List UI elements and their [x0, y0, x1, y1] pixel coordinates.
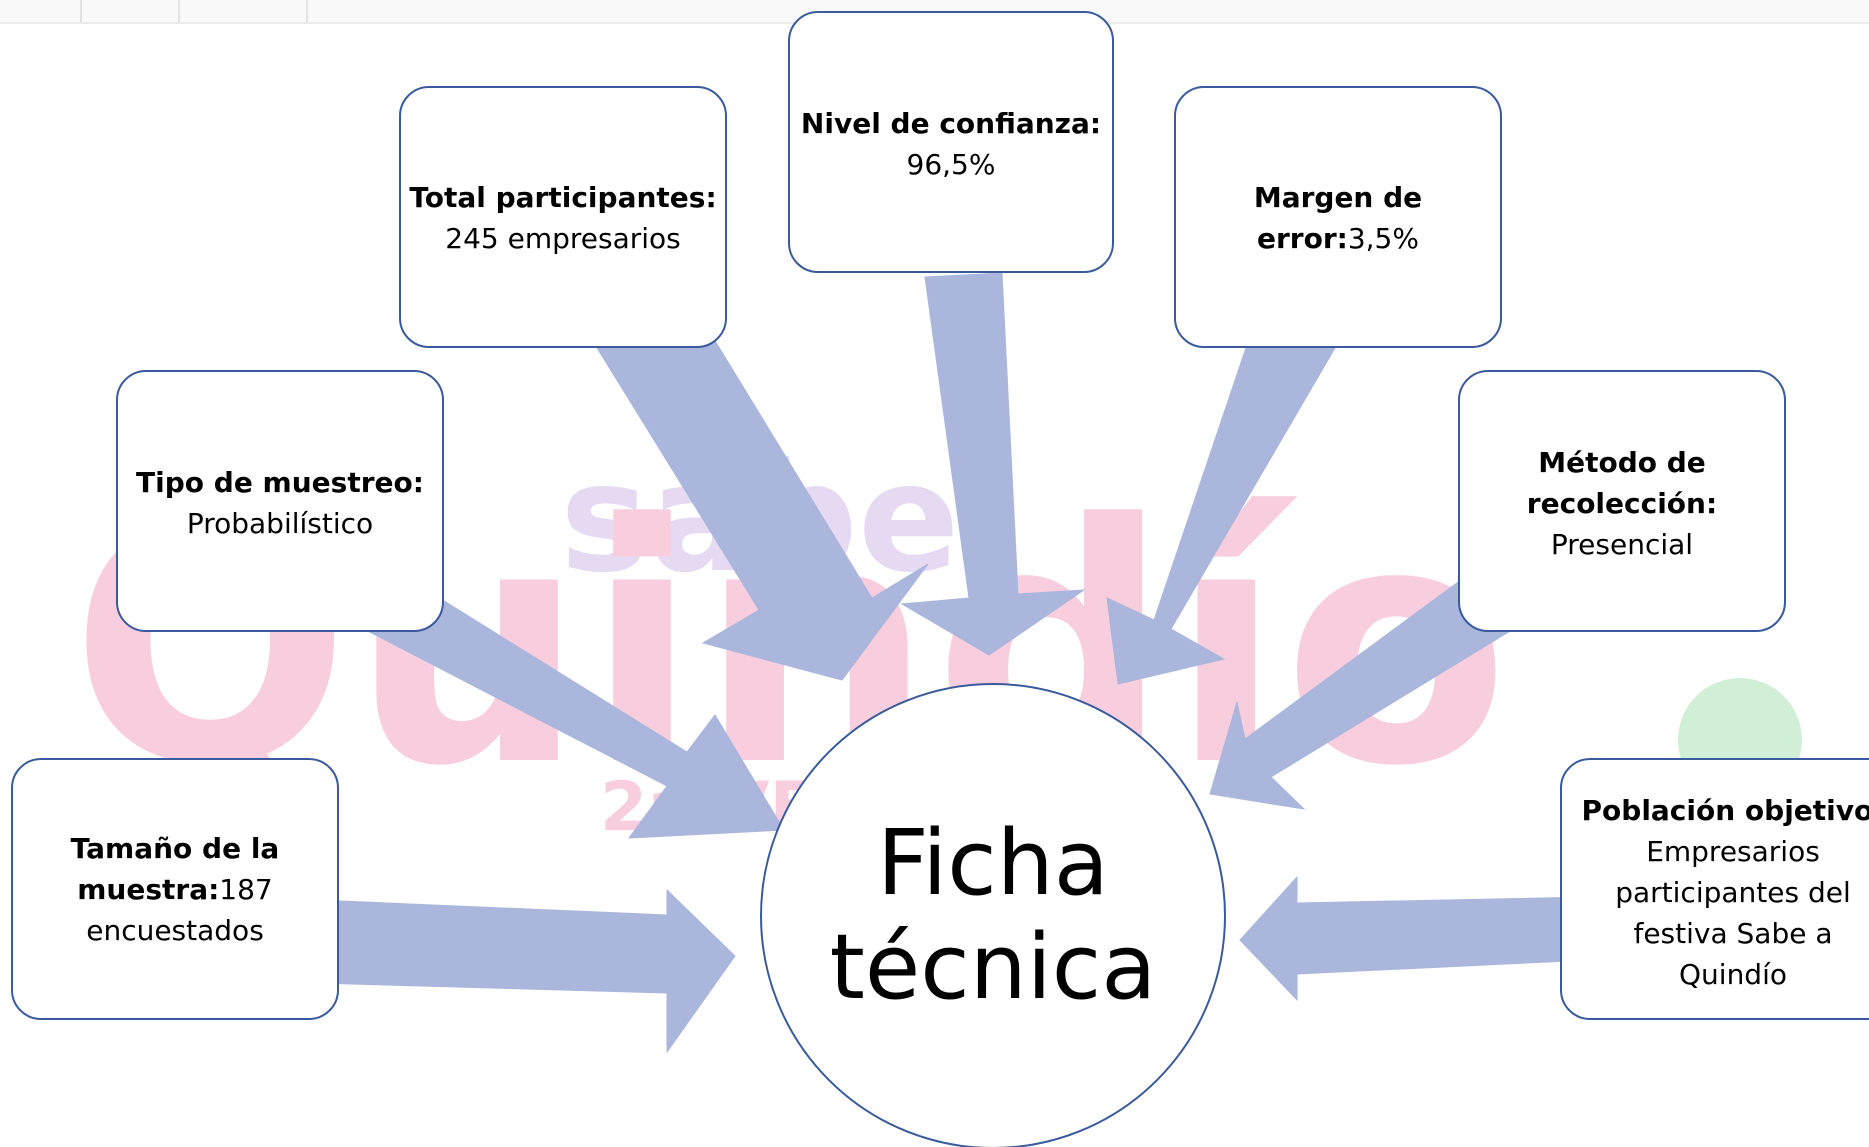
arrow-from-confianza [900, 272, 1086, 656]
poblacion-line3: festiva Sabe a [1633, 917, 1833, 950]
confianza-value: 96,5% [906, 148, 996, 181]
metodo-label-line2: recolección: [1526, 487, 1718, 520]
metodo-label-line1: Método de [1538, 446, 1706, 479]
box-tamano-muestra: Tamaño de la muestra:187 encuestados [11, 758, 339, 1020]
margen-label-line1: Margen de [1253, 181, 1423, 214]
poblacion-line2: participantes del [1615, 876, 1851, 909]
box-poblacion-objetivo: Población objetivo: Empresarios particip… [1560, 758, 1869, 1020]
box-margen-error: Margen de error:3,5% [1174, 86, 1502, 348]
box-nivel-confianza: Nivel de confianza: 96,5% [788, 11, 1114, 273]
total-label: Total participantes: [409, 181, 717, 214]
poblacion-line1: Empresarios [1646, 835, 1820, 868]
tamano-value-line2: encuestados [86, 914, 264, 947]
metodo-value: Presencial [1550, 528, 1694, 561]
total-value: 245 empresarios [445, 222, 681, 255]
margen-label-line2: error: [1256, 222, 1348, 255]
arrow-from-tamano [316, 888, 736, 1054]
poblacion-line4: Quindío [1679, 958, 1787, 991]
box-metodo-recoleccion: Método de recolección: Presencial [1458, 370, 1786, 632]
tipo-label: Tipo de muestreo: [136, 466, 424, 499]
box-total-participantes: Total participantes: 245 empresarios [399, 86, 727, 348]
box-tipo-muestreo: Tipo de muestreo: Probabilístico [116, 370, 444, 632]
tamano-label-line1: Tamaño de la [70, 832, 280, 865]
tipo-value: Probabilístico [186, 507, 374, 540]
center-title-line2: técnica [829, 915, 1157, 1020]
center-circle-ficha-tecnica: Ficha técnica [760, 683, 1226, 1147]
margen-value: 3,5% [1347, 222, 1419, 255]
tamano-label-line2: muestra: [77, 873, 220, 906]
arrow-from-tipo [361, 575, 785, 839]
arrow-from-poblacion [1239, 875, 1591, 1002]
poblacion-label: Población objetivo: [1581, 794, 1869, 827]
arrow-from-margen [1106, 329, 1336, 685]
confianza-label: Nivel de confianza: [800, 107, 1102, 140]
arrow-from-total [593, 289, 929, 681]
arrow-from-metodo [1209, 556, 1539, 810]
center-title-line1: Ficha [877, 811, 1109, 916]
tamano-value: 187 [219, 873, 273, 906]
